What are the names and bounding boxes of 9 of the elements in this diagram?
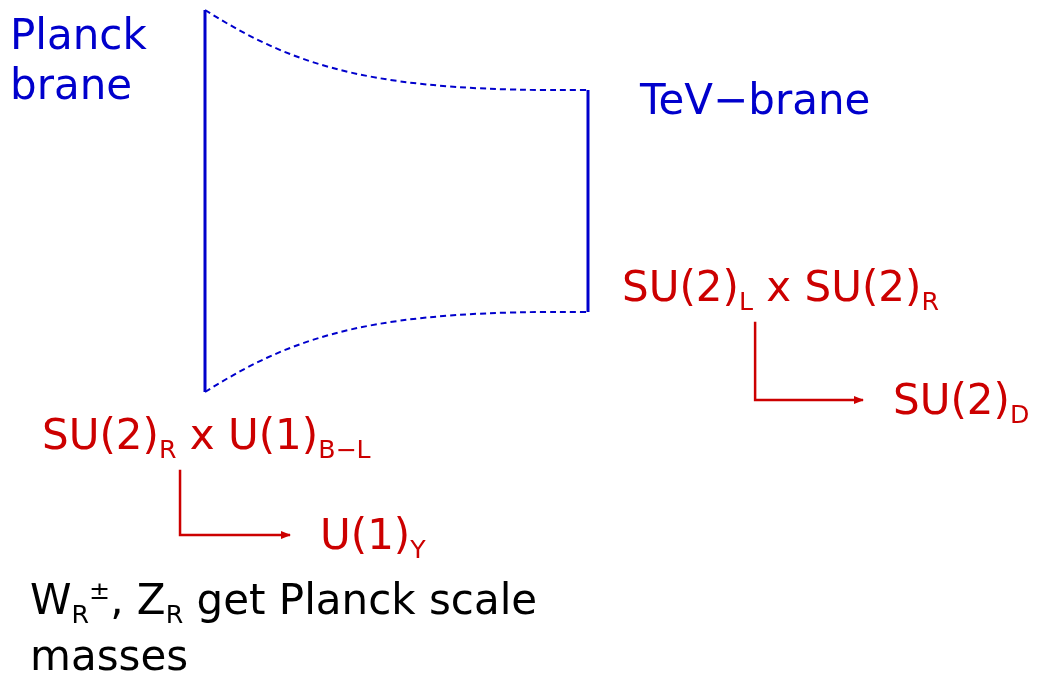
bent-arrow	[178, 469, 291, 540]
symmetry-group-label: U(1)$_{Y}$	[320, 510, 426, 566]
symmetry-group-label: SU(2)$_{L}$ x SU(2)$_{R}$	[622, 262, 939, 318]
bent-arrow	[753, 321, 864, 405]
symmetry-group-label: SU(2)$_{D}$	[893, 375, 1030, 431]
brane-label: Planck brane	[10, 10, 148, 111]
brane-label: TeV−brane	[640, 75, 872, 126]
symmetry-group-label: SU(2)$_{R}$ x U(1)$_{B−L}$	[42, 410, 371, 466]
note-text: W$_{R}$$^{±}$, Z$_{R}$ get Planck scale masses	[30, 575, 539, 681]
